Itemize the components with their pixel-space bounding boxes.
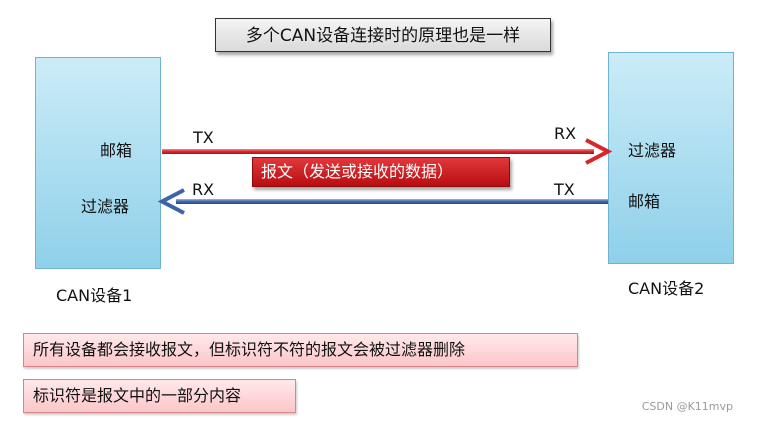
watermark: CSDN @K11mvp xyxy=(641,400,733,413)
bottom-arrow-tx-label: TX xyxy=(554,180,575,199)
tx-rx-arrow-top xyxy=(162,138,613,165)
top-arrow-rx-label: RX xyxy=(554,124,577,143)
device2-name-label: CAN设备2 xyxy=(628,279,705,298)
device2-filter-label: 过滤器 xyxy=(628,141,677,160)
device1-mailbox-label: 邮箱 xyxy=(100,141,133,160)
top-arrow-tx-label: TX xyxy=(193,128,214,147)
diagram-title: 多个CAN设备连接时的原理也是一样 xyxy=(215,18,551,52)
bottom-arrow-rx-label: RX xyxy=(192,180,215,199)
can-device-1-box xyxy=(35,57,161,269)
can-device-2-box xyxy=(608,52,734,264)
device1-filter-label: 过滤器 xyxy=(81,197,130,216)
rx-tx-arrow-bottom xyxy=(157,188,608,215)
message-label-box: 报文（发送或接收的数据） xyxy=(252,157,510,187)
note-filter-rule: 所有设备都会接收报文，但标识符不符的报文会被过滤器删除 xyxy=(23,333,578,367)
note-identifier: 标识符是报文中的一部分内容 xyxy=(23,379,296,413)
device2-mailbox-label: 邮箱 xyxy=(628,192,661,211)
device1-name-label: CAN设备1 xyxy=(56,286,133,305)
